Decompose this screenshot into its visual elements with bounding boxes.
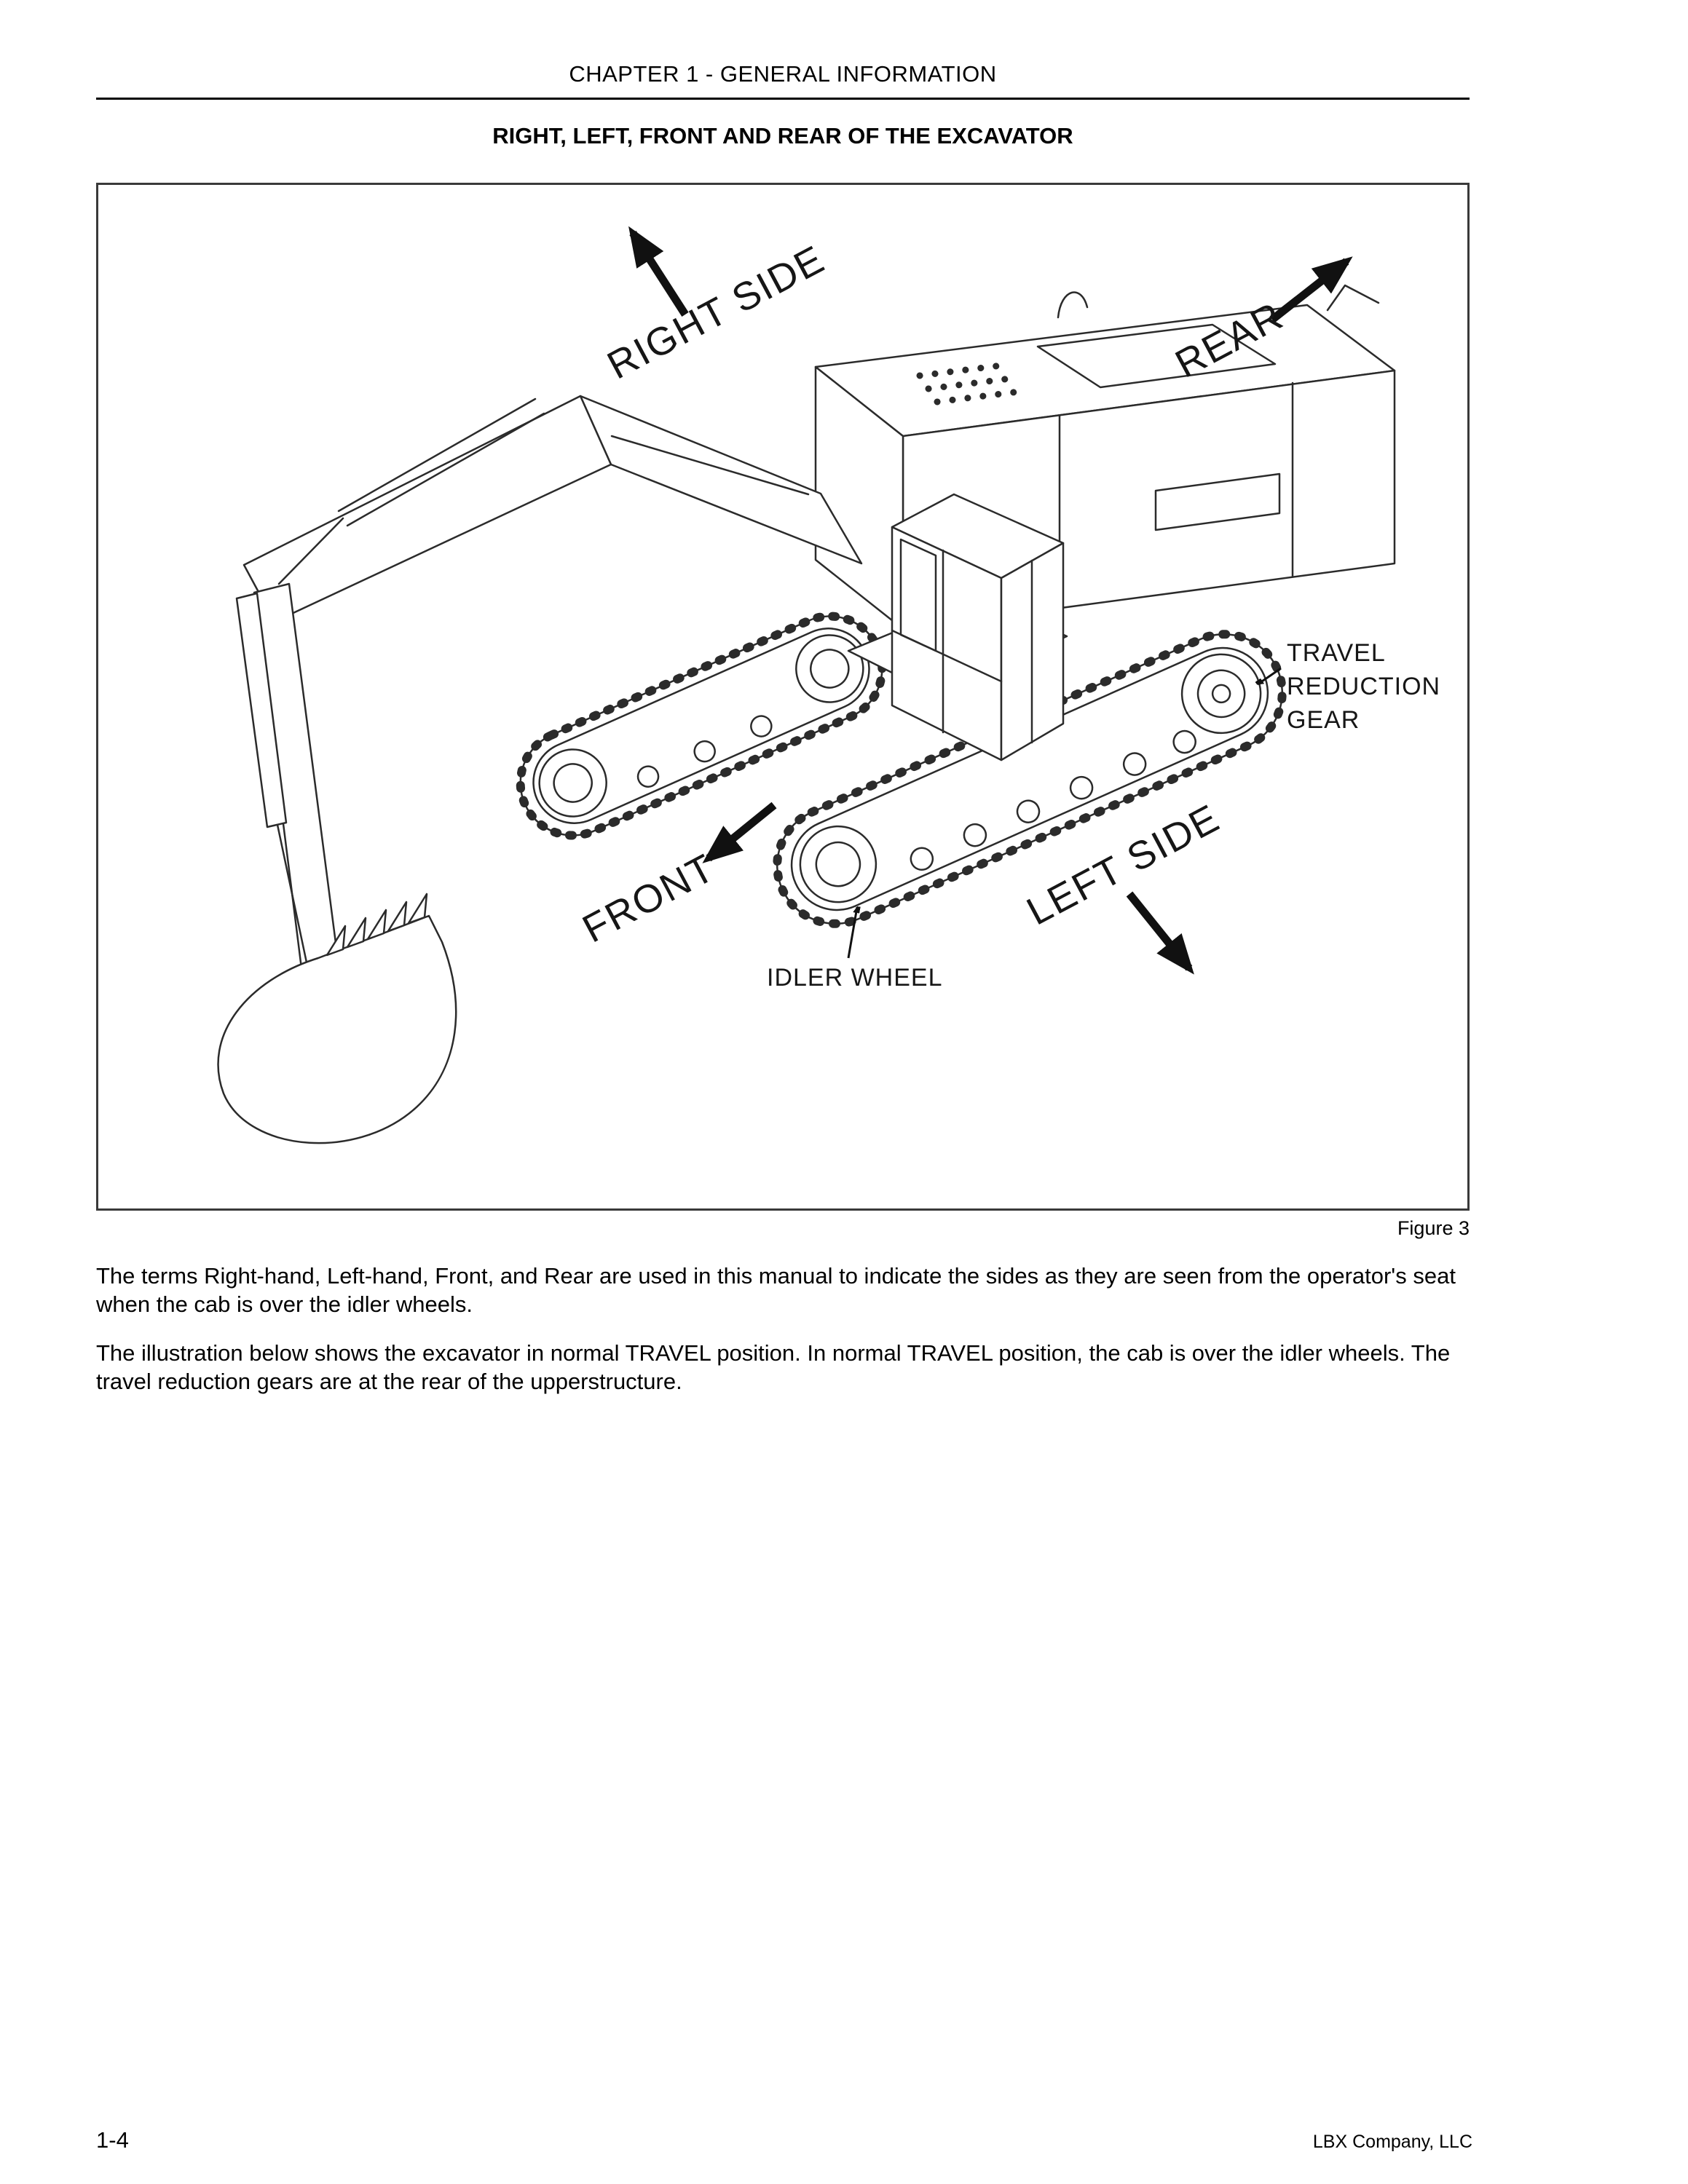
label-idler-wheel: IDLER WHEEL <box>767 964 943 992</box>
manual-page: CHAPTER 1 - GENERAL INFORMATION RIGHT, L… <box>96 0 1470 1396</box>
label-travel-line2: REDUCTION <box>1287 673 1440 700</box>
cab <box>891 493 1065 761</box>
page-title: RIGHT, LEFT, FRONT AND REAR OF THE EXCAV… <box>492 123 1073 149</box>
page-footer: 1-4 LBX Company, LLC <box>96 2127 1472 2153</box>
figure-caption: Figure 3 <box>1397 1217 1470 1239</box>
rear-arrow <box>1269 256 1353 323</box>
label-travel-line1: TRAVEL <box>1287 639 1386 667</box>
chapter-header: CHAPTER 1 - GENERAL INFORMATION <box>569 61 997 87</box>
excavator-figure: RIGHT SIDE REAR FRONT LEFT SIDE IDLER WH… <box>217 226 1440 1144</box>
company-name: LBX Company, LLC <box>1312 2132 1472 2152</box>
direction-arrows <box>628 226 1353 975</box>
page-number: 1-4 <box>96 2127 129 2153</box>
travel-gear-leader <box>1258 667 1282 684</box>
figure-box: RIGHT SIDE REAR FRONT LEFT SIDE IDLER WH… <box>96 183 1470 1211</box>
label-travel-line3: GEAR <box>1287 706 1360 734</box>
boom-arm-bucket <box>217 395 863 1144</box>
body-text: The terms Right-hand, Left-hand, Front, … <box>96 1262 1470 1396</box>
far-track <box>516 612 887 840</box>
paragraph-illustration: The illustration below shows the excavat… <box>96 1340 1451 1394</box>
front-arrow <box>702 802 777 863</box>
right-side-arrow <box>628 226 689 317</box>
label-front: FRONT <box>575 846 722 951</box>
header-rule <box>96 98 1470 100</box>
near-track <box>773 630 1287 928</box>
left-side-arrow <box>1126 891 1194 975</box>
label-right-side: RIGHT SIDE <box>600 237 832 388</box>
idler-wheel-leader <box>847 907 857 959</box>
excavator-drawing <box>217 284 1396 1144</box>
paragraph-terms: The terms Right-hand, Left-hand, Front, … <box>96 1263 1456 1317</box>
callout-arrows <box>847 667 1282 959</box>
